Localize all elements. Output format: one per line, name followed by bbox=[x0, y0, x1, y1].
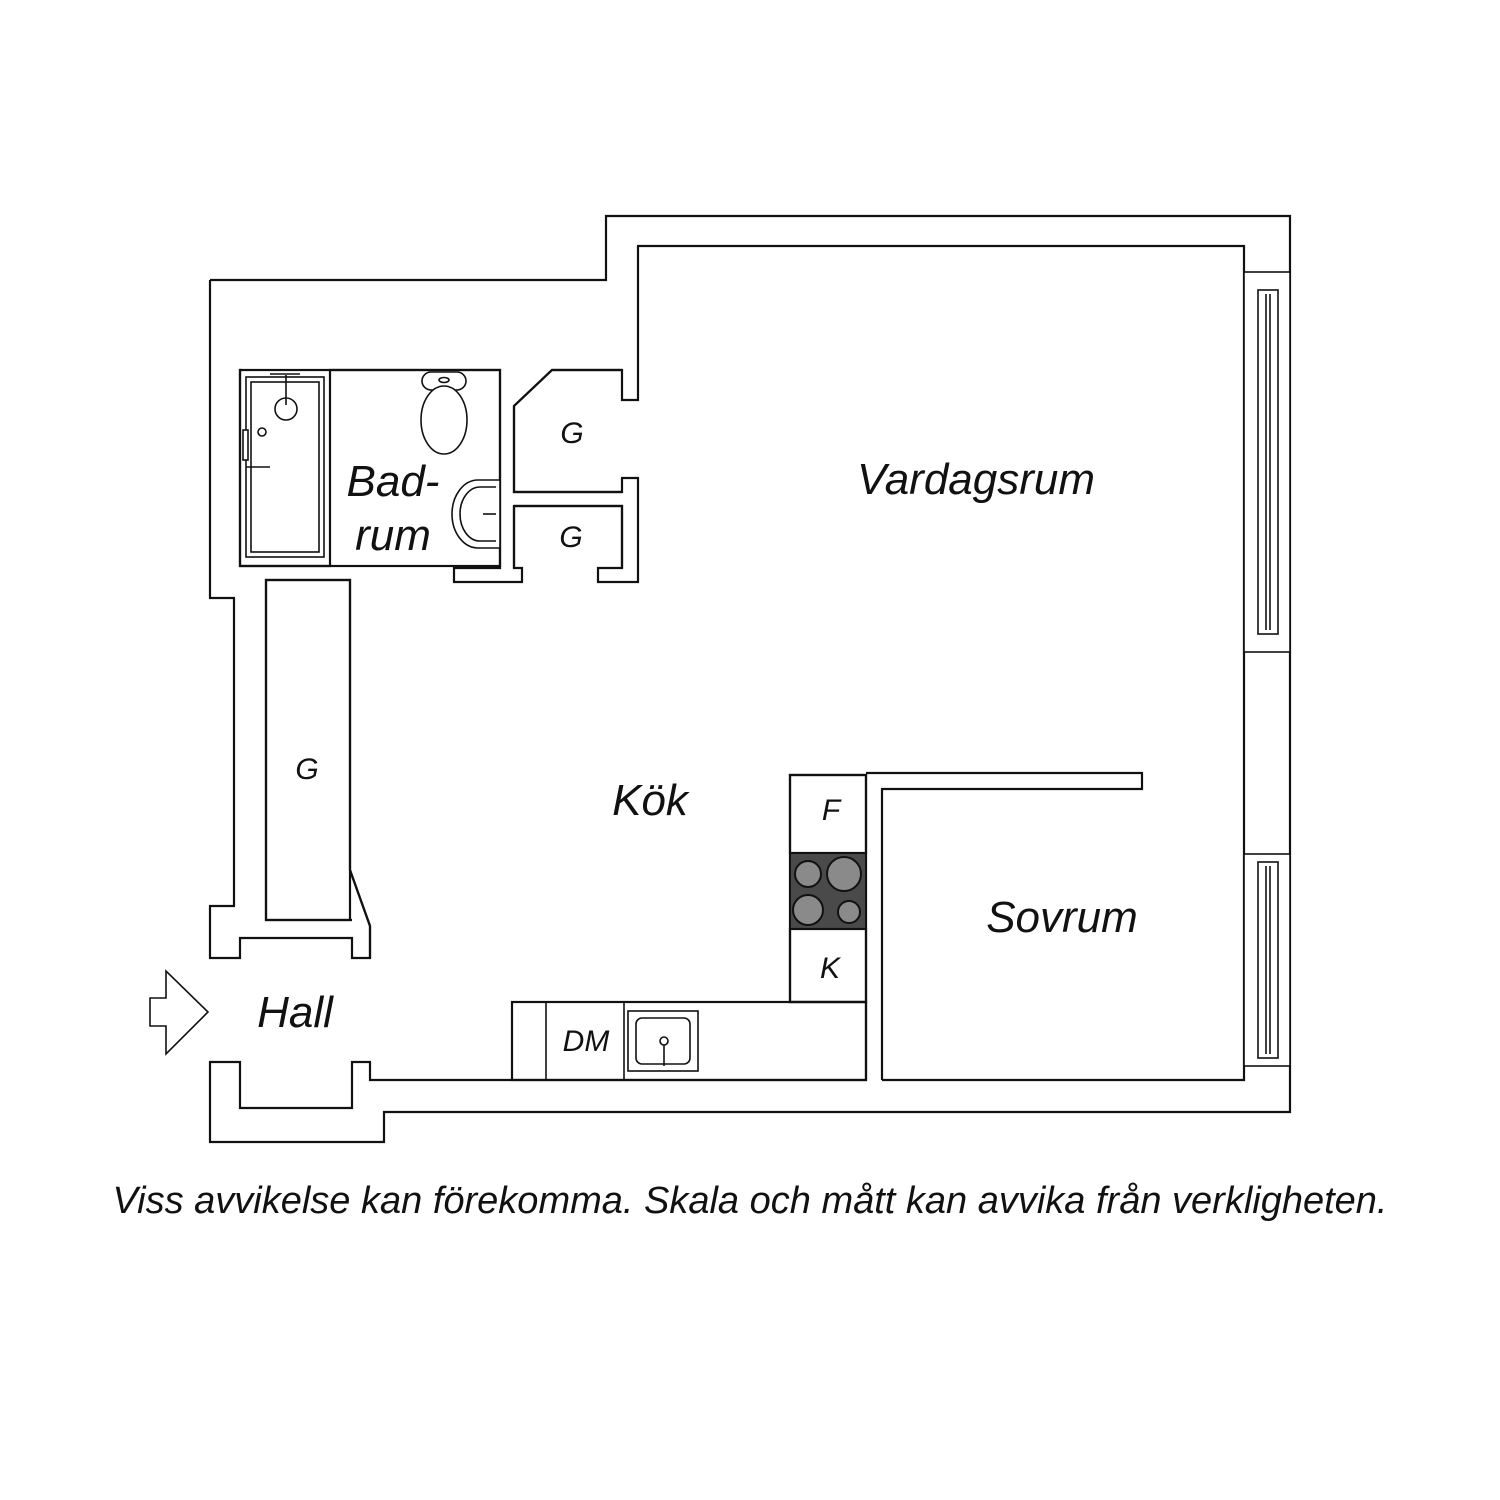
stove-burner-icon bbox=[826, 856, 862, 892]
disclaimer-text: Viss avvikelse kan förekomma. Skala och … bbox=[112, 1180, 1388, 1222]
storage-label-lower: G bbox=[559, 521, 582, 554]
stove-burner-icon bbox=[837, 900, 861, 924]
shower-valve bbox=[242, 429, 249, 461]
hall-wardrobe-angle bbox=[348, 869, 372, 958]
room-label-vardagsrum: Vardagsrum bbox=[857, 455, 1095, 504]
stove-burner-icon bbox=[794, 860, 822, 888]
room-label-sovrum: Sovrum bbox=[986, 893, 1138, 942]
freezer bbox=[788, 927, 868, 1004]
appliance-label-dishwasher: DM bbox=[563, 1025, 610, 1058]
bedroom-wall bbox=[866, 771, 1144, 1080]
kitchen-sink-basin bbox=[635, 1017, 691, 1065]
appliance-label-fridge: F bbox=[822, 794, 842, 827]
closet-lower-wall bbox=[512, 504, 624, 568]
toilet-bowl-icon bbox=[420, 385, 468, 455]
storage-label-hall: G bbox=[295, 753, 318, 786]
stove-burner-icon bbox=[792, 894, 824, 926]
room-label-badrum-2: rum bbox=[355, 511, 431, 560]
room-label-kok: Kök bbox=[612, 776, 690, 825]
closet-upper-wall bbox=[512, 368, 622, 494]
kitchen-sink-drain bbox=[659, 1036, 669, 1046]
room-label-badrum-1: Bad- bbox=[347, 457, 440, 506]
window-lower bbox=[1243, 853, 1291, 1067]
appliance-label-freezer: K bbox=[820, 952, 842, 985]
storage-label-upper: G bbox=[560, 417, 583, 450]
wash-basin-inner bbox=[459, 486, 496, 542]
kitchen-counter bbox=[510, 1000, 868, 1082]
entrance-arrow-icon bbox=[149, 969, 210, 1056]
shower-drain-icon bbox=[257, 427, 267, 437]
window-upper bbox=[1243, 271, 1291, 653]
room-label-hall: Hall bbox=[257, 988, 334, 1037]
toilet-button-icon bbox=[438, 376, 450, 384]
bathroom-wall bbox=[238, 368, 502, 568]
hall-wardrobe bbox=[264, 578, 352, 922]
